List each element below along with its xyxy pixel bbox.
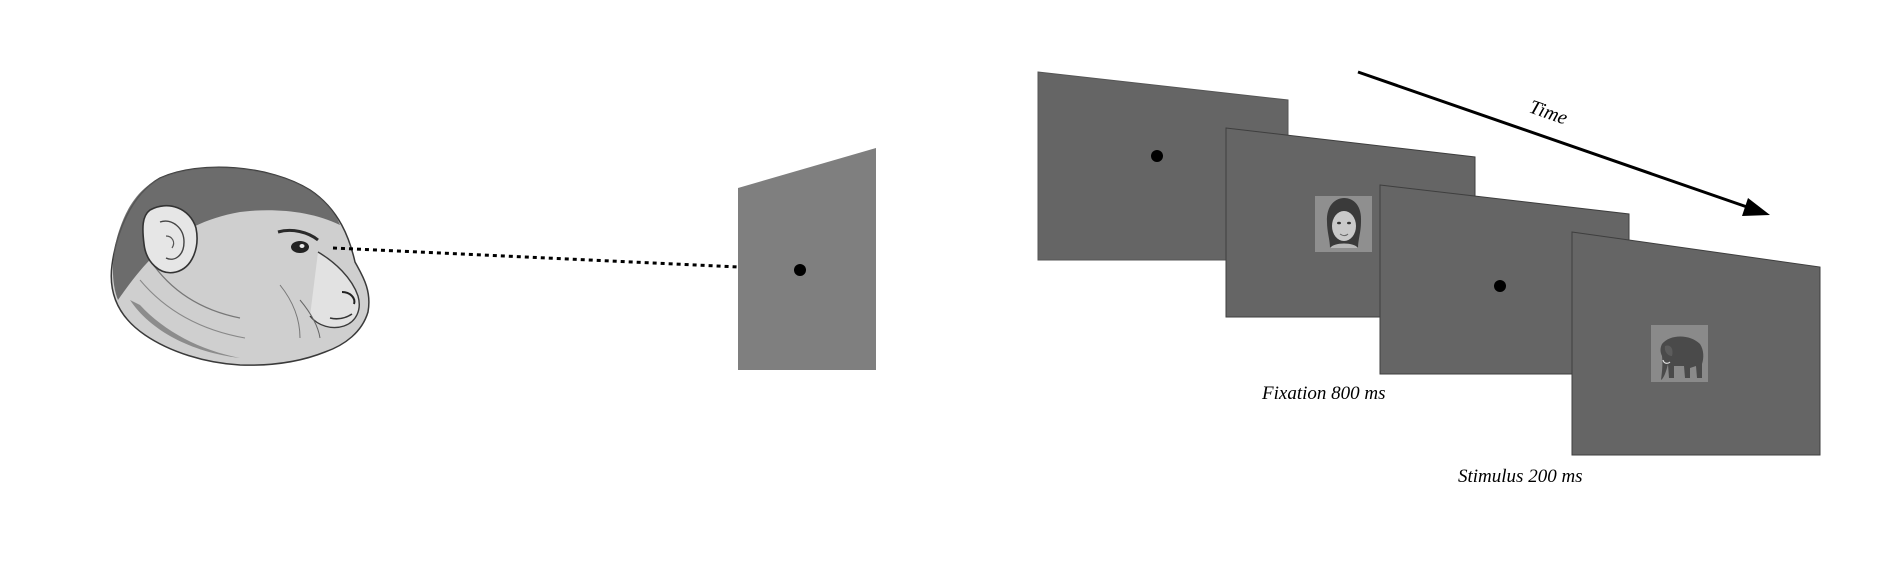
monkey-head-icon [110,166,370,366]
trial-screen-4 [1571,231,1821,456]
face-stimulus-icon [1315,196,1372,252]
viewing-screen [738,148,876,370]
time-arrow [1357,70,1770,216]
fixation-dot [1151,150,1163,162]
fixation-label: Fixation 800 ms [1261,383,1386,404]
fixation-dot [1494,280,1506,292]
fixation-dot [794,264,806,276]
elephant-stimulus-icon [1651,325,1708,382]
stimulus-label: Stimulus 200 ms [1458,466,1583,487]
time-label: Time [1526,96,1570,130]
gaze-line [332,246,761,270]
